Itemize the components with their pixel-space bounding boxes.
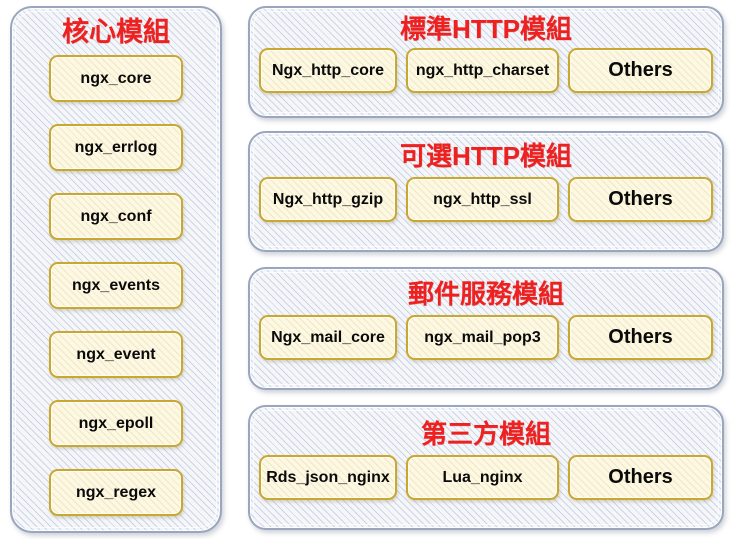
- third-party-modules-panel-title: 第三方模組: [420, 419, 551, 449]
- optional-http-modules-list: Ngx_http_gzip ngx_http_ssl Others: [250, 177, 722, 222]
- module-box-ngx-mail-pop3[interactable]: ngx_mail_pop3: [406, 315, 559, 360]
- mail-service-modules-panel: 郵件服務模組 Ngx_mail_core ngx_mail_pop3 Other…: [248, 267, 724, 390]
- optional-http-modules-panel-title: 可選HTTP模組: [400, 141, 572, 171]
- core-modules-list: ngx_core ngx_errlog ngx_conf ngx_events …: [12, 55, 220, 516]
- module-box-optional-http-others[interactable]: Others: [568, 177, 713, 222]
- standard-http-modules-list: Ngx_http_core ngx_http_charset Others: [250, 48, 722, 93]
- mail-service-modules-panel-title: 郵件服務模組: [407, 279, 564, 309]
- module-box-ngx-conf[interactable]: ngx_conf: [49, 193, 183, 240]
- optional-http-modules-panel: 可選HTTP模組 Ngx_http_gzip ngx_http_ssl Othe…: [248, 131, 724, 252]
- standard-http-modules-panel: 標準HTTP模組 Ngx_http_core ngx_http_charset …: [248, 6, 724, 118]
- module-box-ngx-http-ssl[interactable]: ngx_http_ssl: [406, 177, 559, 222]
- module-box-third-party-others[interactable]: Others: [568, 455, 713, 500]
- module-box-standard-http-others[interactable]: Others: [568, 48, 713, 93]
- module-box-ngx-http-core[interactable]: Ngx_http_core: [259, 48, 397, 93]
- module-box-ngx-mail-core[interactable]: Ngx_mail_core: [259, 315, 397, 360]
- core-modules-panel-title: 核心模組: [62, 17, 170, 47]
- mail-service-modules-list: Ngx_mail_core ngx_mail_pop3 Others: [250, 315, 722, 360]
- module-box-ngx-event[interactable]: ngx_event: [49, 331, 183, 378]
- module-box-ngx-http-charset[interactable]: ngx_http_charset: [406, 48, 559, 93]
- core-modules-panel: 核心模組 ngx_core ngx_errlog ngx_conf ngx_ev…: [10, 6, 222, 533]
- module-box-ngx-events[interactable]: ngx_events: [49, 262, 183, 309]
- module-box-lua-nginx[interactable]: Lua_nginx: [406, 455, 559, 500]
- third-party-modules-list: Rds_json_nginx Lua_nginx Others: [250, 455, 722, 500]
- module-box-ngx-errlog[interactable]: ngx_errlog: [49, 124, 183, 171]
- module-box-ngx-epoll[interactable]: ngx_epoll: [49, 400, 183, 447]
- third-party-modules-panel: 第三方模組 Rds_json_nginx Lua_nginx Others: [248, 405, 724, 530]
- module-box-rds-json-nginx[interactable]: Rds_json_nginx: [259, 455, 397, 500]
- module-box-ngx-core[interactable]: ngx_core: [49, 55, 183, 102]
- module-box-mail-service-others[interactable]: Others: [568, 315, 713, 360]
- module-box-ngx-regex[interactable]: ngx_regex: [49, 469, 183, 516]
- standard-http-modules-panel-title: 標準HTTP模組: [400, 14, 572, 44]
- module-box-ngx-http-gzip[interactable]: Ngx_http_gzip: [259, 177, 397, 222]
